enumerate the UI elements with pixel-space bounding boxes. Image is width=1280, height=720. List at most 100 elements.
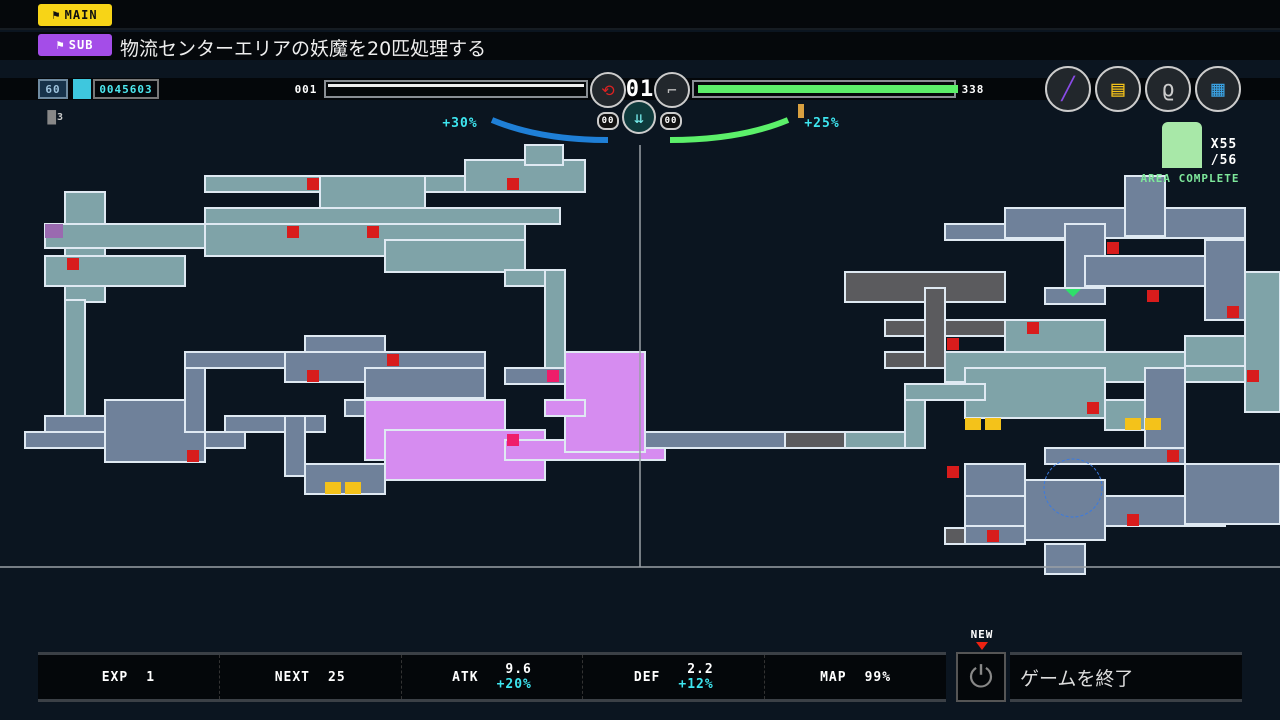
left-counter: 001 (294, 82, 318, 96)
map-room (1084, 255, 1206, 287)
syringe-icon[interactable]: ╱ (1045, 66, 1091, 112)
save-point-icon (187, 450, 199, 462)
stat-label: EXP (101, 669, 129, 685)
map-room (1024, 479, 1106, 541)
map-room (1124, 175, 1166, 237)
map-room (44, 255, 186, 287)
weapon-left-icon[interactable]: ⟲ (590, 72, 626, 108)
save-point-icon (307, 178, 319, 190)
lives-counter: ▇3 (47, 109, 64, 125)
save-point-icon (1227, 306, 1239, 318)
new-badge: NEW (970, 627, 994, 641)
map-room (1044, 287, 1106, 305)
hp-bar (692, 80, 958, 98)
collect-count: X55 (1210, 136, 1238, 152)
quit-game-label: ゲームを終了 (1010, 652, 1242, 702)
left-gauge-arc (490, 117, 609, 143)
map-room (44, 415, 106, 433)
save-point-icon (1127, 514, 1139, 526)
save-point-icon (1107, 242, 1119, 254)
save-point-icon (947, 466, 959, 478)
level-badge: 60 (38, 79, 68, 99)
left-gauge-bar (324, 80, 588, 98)
map-room (64, 299, 86, 431)
energy-icon (73, 79, 91, 99)
center-count: 01 (625, 76, 655, 102)
stat-label: DEF (633, 669, 661, 685)
map-room (1144, 367, 1186, 449)
save-point-icon (387, 354, 399, 366)
score-display: 0045603 (93, 79, 159, 99)
flag-icon: ⚑ (52, 8, 61, 22)
bonus-left: +30% (442, 115, 478, 131)
save-point-icon (367, 226, 379, 238)
stat-bonus: +12% (678, 677, 714, 692)
warp-arrow-icon (345, 482, 361, 494)
ammo-left: 00 (597, 112, 619, 130)
save-point-icon (947, 338, 959, 350)
whip-icon[interactable]: ϱ (1145, 66, 1191, 112)
map-room (544, 269, 566, 371)
card-icon[interactable]: ▤ (1095, 66, 1141, 112)
map-room (524, 144, 564, 166)
flag-icon: ⚑ (56, 38, 65, 52)
warp-arrow-icon (325, 482, 341, 494)
main-quest-bar: ⚑MAIN (0, 0, 1280, 30)
save-point-icon (987, 530, 999, 542)
stat-value: 25 (328, 669, 346, 685)
map-room (944, 527, 966, 545)
map-room-marked (45, 224, 63, 238)
save-point-icon (1167, 450, 1179, 462)
main-quest-tag: ⚑MAIN (38, 4, 112, 26)
map-room (964, 367, 1106, 419)
save-point-icon (287, 226, 299, 238)
save-point-icon (547, 370, 559, 382)
sub-quest-text: 物流センターエリアの妖魔を20匹処理する (120, 38, 487, 60)
bag-icon: ▇ (47, 109, 57, 125)
map-room (364, 367, 486, 399)
map-room (384, 239, 526, 273)
map-room (284, 415, 306, 477)
map-room (1184, 463, 1280, 525)
chip-icon[interactable]: ▦ (1195, 66, 1241, 112)
drop-skill-icon[interactable]: ⇊ (622, 100, 656, 134)
gauge-arcs (490, 104, 804, 143)
collectible-icon (1162, 122, 1202, 168)
warp-arrow-icon (985, 418, 1001, 430)
weapon-right-icon[interactable]: ⌐ (654, 72, 690, 108)
stat-exp: EXP 1 (38, 655, 220, 699)
map-room (904, 383, 986, 401)
map-cursor[interactable] (1043, 458, 1103, 518)
map-room (1004, 319, 1106, 353)
map-room (1204, 239, 1246, 321)
save-point-icon (307, 370, 319, 382)
right-gauge-arc (669, 117, 790, 143)
warp-arrow-icon (1125, 418, 1141, 430)
quit-game-button[interactable]: ⏻ ゲームを終了 (956, 652, 1242, 702)
collect-total: /56 (1210, 152, 1238, 168)
stat-label: ATK (452, 669, 479, 685)
area-complete-label: AREA COMPLETE (1140, 171, 1240, 185)
warp-arrow-icon (965, 418, 981, 430)
sub-quest-bar: ⚑SUB 物流センターエリアの妖魔を20匹処理する (0, 32, 1280, 60)
power-icon: ⏻ (956, 652, 1006, 702)
map-room (784, 431, 846, 449)
map-room (204, 207, 561, 225)
map-room (644, 431, 786, 449)
map-room (924, 287, 946, 369)
stat-value: 99% (864, 669, 892, 685)
save-point-icon (1027, 322, 1039, 334)
sub-quest-tag: ⚑SUB (38, 34, 112, 56)
save-point-icon (1087, 402, 1099, 414)
save-point-icon (67, 258, 79, 270)
map-room (224, 415, 326, 433)
warp-arrow-icon (1145, 418, 1161, 430)
stat-value: 1 (146, 669, 156, 685)
bonus-right: +25% (804, 115, 840, 131)
